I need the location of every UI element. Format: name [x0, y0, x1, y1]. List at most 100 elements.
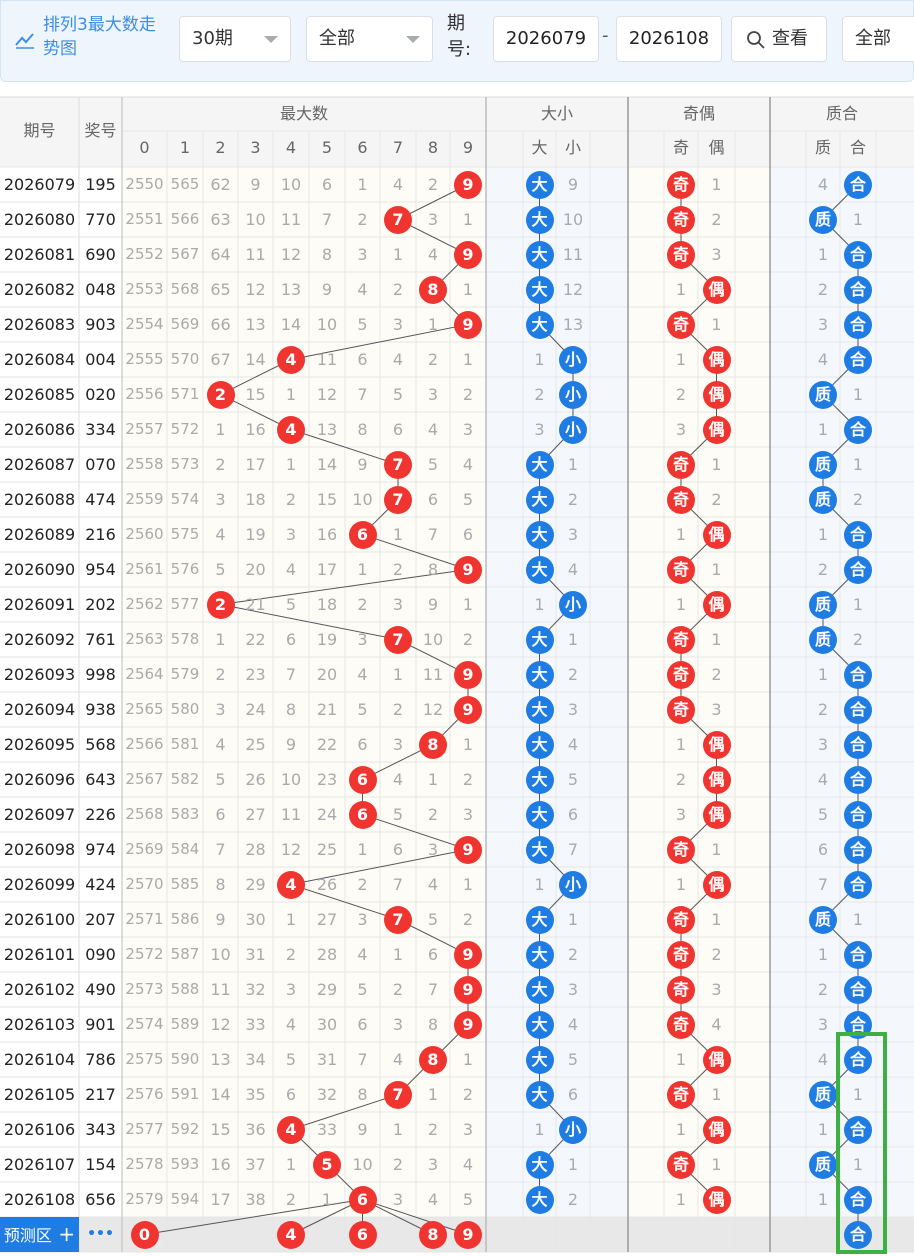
miss-cell: 2575 — [125, 1050, 164, 1068]
miss-cell: 8 — [357, 420, 368, 439]
miss-cell: 22 — [316, 735, 338, 754]
miss-cell: 586 — [170, 910, 200, 928]
miss-cell: 8 — [427, 560, 439, 579]
issue-cell: 2026103 — [3, 1015, 76, 1034]
predict-prime-ball[interactable]: 合 — [844, 1220, 872, 1249]
max-ball: 4 — [277, 1115, 305, 1144]
miss-cell: 584 — [170, 840, 200, 858]
header-issue: 期号 — [23, 121, 56, 140]
miss-cell: 6 — [285, 1085, 297, 1104]
max-ball: 9 — [454, 310, 482, 339]
odd-miss-cell: 1 — [675, 525, 687, 544]
prime-miss-cell: 4 — [817, 1050, 829, 1069]
chart-title[interactable]: 排列3最大数走势图 — [13, 9, 163, 73]
prime-ball: 合 — [844, 1115, 872, 1144]
predict-ball[interactable]: 9 — [454, 1220, 482, 1249]
miss-cell: 3 — [357, 245, 368, 264]
miss-cell: 2558 — [125, 455, 164, 473]
prime-miss-cell: 1 — [852, 1085, 864, 1104]
miss-cell: 19 — [316, 630, 338, 649]
chevron-down-icon — [406, 36, 420, 43]
miss-cell: 9 — [215, 910, 226, 929]
miss-cell: 5 — [392, 805, 404, 824]
miss-cell: 588 — [170, 980, 200, 998]
max-ball: 8 — [419, 1045, 447, 1074]
miss-cell: 2 — [215, 665, 226, 684]
miss-cell: 21 — [316, 700, 338, 719]
prize-cell: 004 — [85, 350, 116, 369]
miss-cell: 6 — [392, 840, 404, 859]
max-ball: 2 — [206, 380, 235, 409]
miss-cell: 2 — [392, 700, 404, 719]
miss-cell: 3 — [427, 840, 439, 859]
miss-cell: 22 — [245, 630, 266, 649]
miss-cell: 4 — [462, 455, 474, 474]
miss-cell: 6 — [285, 630, 297, 649]
header-digit-7: 7 — [392, 138, 404, 157]
max-ball: 9 — [454, 1010, 482, 1039]
size-miss-cell: 1 — [567, 1155, 579, 1174]
prime-ball: 合 — [844, 1185, 872, 1214]
max-ball: 6 — [348, 800, 377, 829]
max-ball: 7 — [384, 905, 412, 934]
predict-ball[interactable]: 0 — [130, 1220, 159, 1249]
issue-cell: 2026095 — [3, 735, 76, 754]
header-composite: 合 — [849, 138, 866, 157]
filter-select[interactable]: 全部 — [306, 16, 433, 62]
filter-select-2[interactable]: 全部 — [842, 16, 914, 62]
header-digit-9: 9 — [462, 138, 474, 157]
miss-cell: 2562 — [125, 595, 164, 613]
miss-cell: 565 — [170, 175, 200, 193]
header-size-group: 大小 — [540, 104, 573, 123]
size-ball: 大 — [525, 975, 554, 1004]
prime-miss-cell: 1 — [852, 1155, 864, 1174]
prime-ball: 合 — [844, 310, 872, 339]
odd-miss-cell: 1 — [711, 630, 722, 649]
miss-cell: 10 — [245, 210, 266, 229]
miss-cell: 12 — [245, 280, 266, 299]
period-select[interactable]: 30期 — [179, 16, 291, 62]
miss-cell: 7 — [215, 840, 226, 859]
odd-miss-cell: 1 — [675, 1120, 687, 1139]
miss-cell: 2 — [392, 980, 404, 999]
miss-cell: 12 — [280, 840, 302, 859]
predict-ball[interactable]: 4 — [277, 1220, 305, 1249]
odd-miss-cell: 1 — [711, 560, 722, 579]
prime-ball: 合 — [844, 520, 872, 549]
miss-cell: 5 — [392, 385, 404, 404]
miss-cell: 566 — [170, 210, 200, 228]
predict-ball[interactable]: 8 — [419, 1220, 447, 1249]
search-button[interactable]: 查看 — [731, 16, 827, 62]
prime-ball: 质 — [809, 485, 837, 514]
predict-ball[interactable]: 6 — [348, 1220, 377, 1249]
predict-area-button[interactable]: 预测区 + — [0, 1217, 79, 1252]
max-ball: 6 — [348, 1185, 377, 1214]
max-ball: 4 — [277, 415, 305, 444]
size-miss-cell: 6 — [567, 1085, 579, 1104]
issue-from-input[interactable]: 2026079 — [493, 16, 599, 62]
size-miss-cell: 6 — [567, 805, 579, 824]
prime-miss-cell: 1 — [852, 210, 864, 229]
prime-ball: 合 — [844, 170, 872, 199]
miss-cell: 572 — [170, 420, 200, 438]
more-icon[interactable]: ••• — [87, 1226, 114, 1242]
prime-miss-cell: 1 — [817, 665, 829, 684]
odd-miss-cell: 1 — [711, 1155, 722, 1174]
issue-to-input[interactable]: 2026108 — [616, 16, 722, 62]
miss-cell: 2554 — [125, 315, 164, 333]
size-miss-cell: 10 — [562, 210, 584, 229]
size-miss-cell: 1 — [534, 595, 545, 614]
prize-cell: 938 — [85, 700, 116, 719]
size-miss-cell: 7 — [567, 840, 579, 859]
issue-cell: 2026083 — [3, 315, 76, 334]
size-ball: 大 — [525, 450, 554, 479]
miss-cell: 1 — [427, 315, 439, 334]
prize-cell: 690 — [85, 245, 116, 264]
max-ball: 2 — [206, 590, 235, 619]
odd-miss-cell: 1 — [711, 1085, 722, 1104]
odd-miss-cell: 1 — [675, 350, 687, 369]
miss-cell: 567 — [170, 245, 200, 263]
miss-cell: 11 — [210, 980, 231, 999]
miss-cell: 31 — [316, 1050, 338, 1069]
predict-label: 预测区 — [3, 1226, 52, 1245]
